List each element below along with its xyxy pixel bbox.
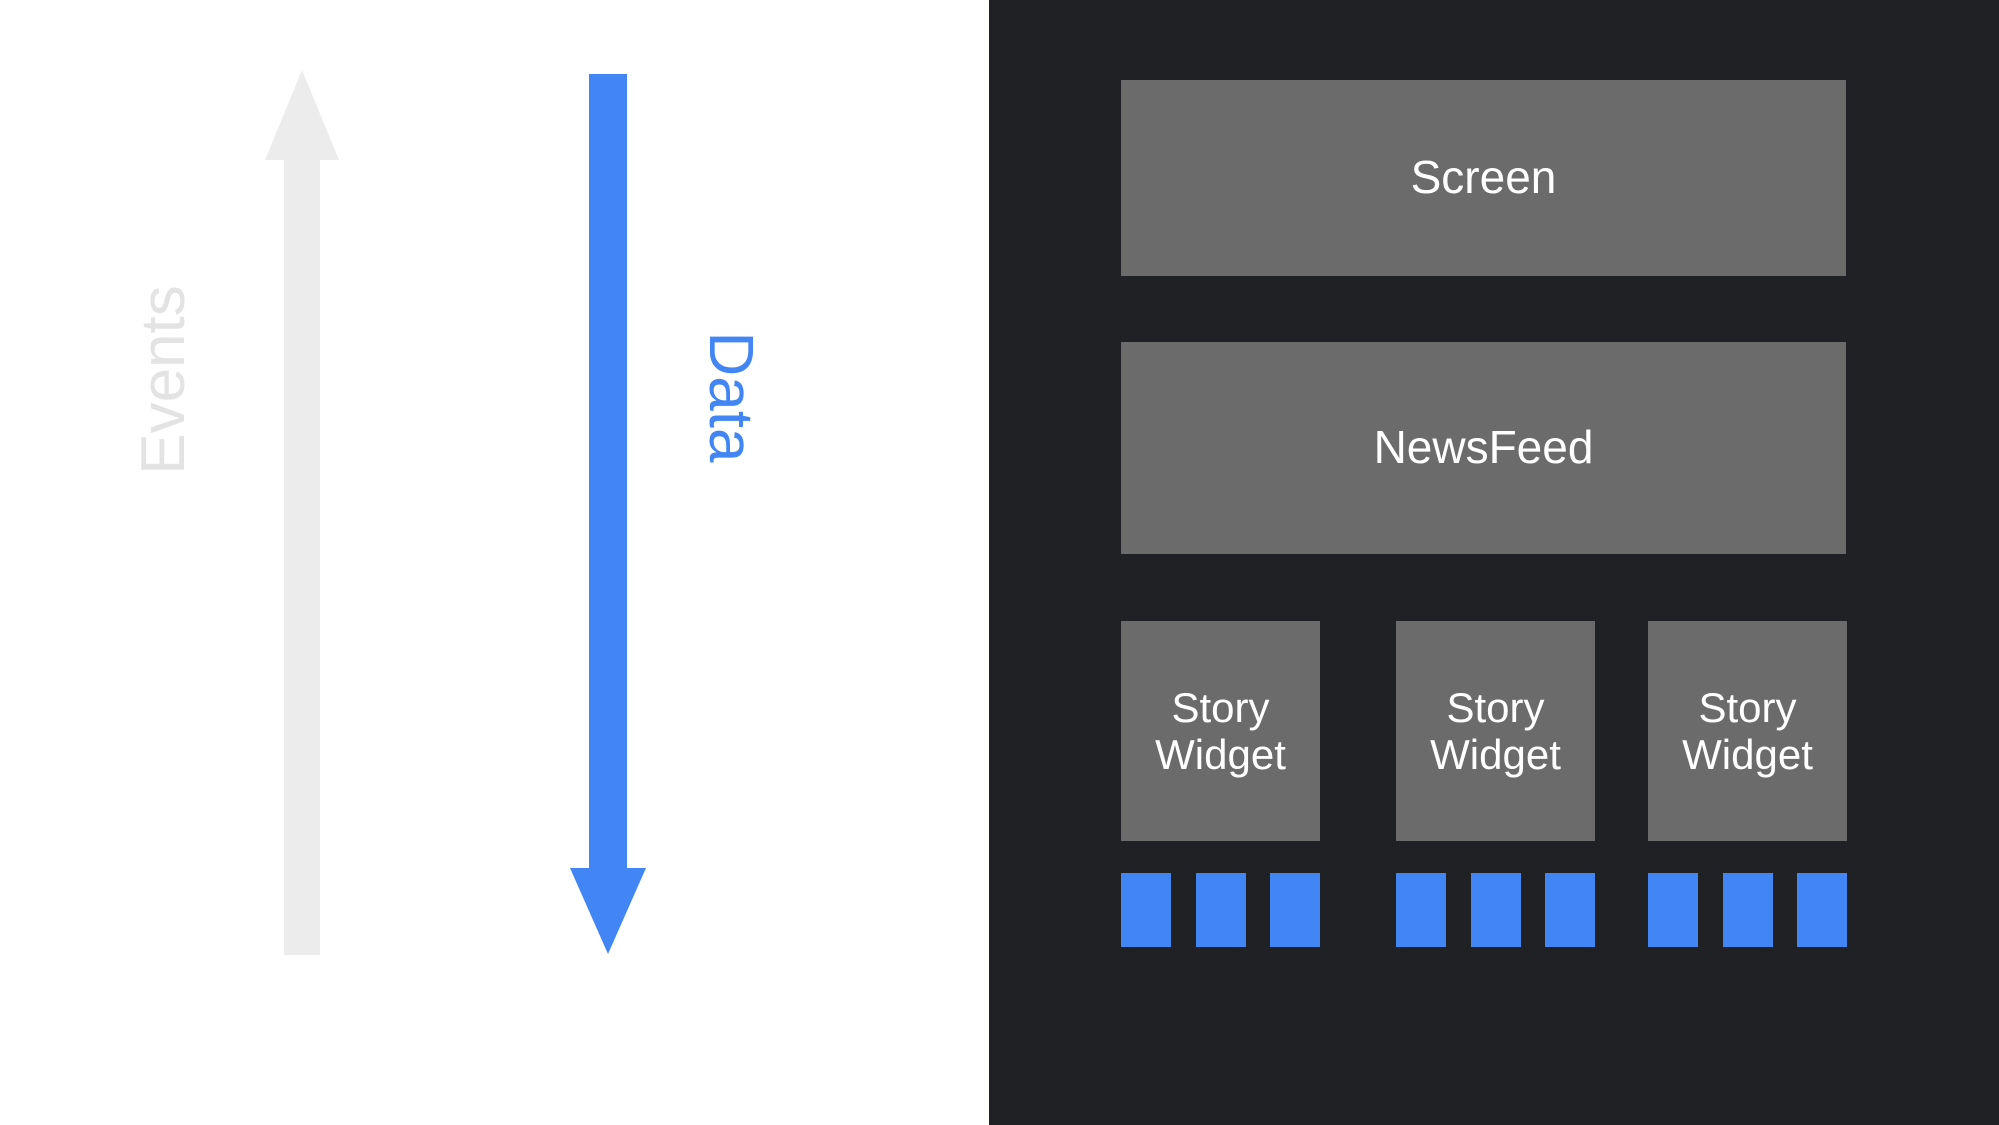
leaf-bar[interactable] xyxy=(1545,873,1595,947)
story-widget-label-0: Story Widget xyxy=(1155,684,1286,778)
leaf-bar[interactable] xyxy=(1270,873,1320,947)
data-arrow-icon xyxy=(570,74,646,954)
story-widget-node-1[interactable]: Story Widget xyxy=(1396,621,1595,841)
story-widget-label-1: Story Widget xyxy=(1430,684,1561,778)
story-widget-line2: Widget xyxy=(1682,731,1813,778)
leaf-bar[interactable] xyxy=(1648,873,1698,947)
leaf-bar-group-0 xyxy=(1121,873,1320,947)
leaf-bar[interactable] xyxy=(1121,873,1171,947)
screen-node[interactable]: Screen xyxy=(1121,80,1846,276)
leaf-bar-group-1 xyxy=(1396,873,1595,947)
story-widget-line2: Widget xyxy=(1430,731,1561,778)
story-widget-line1: Story xyxy=(1698,683,1797,731)
leaf-bar[interactable] xyxy=(1396,873,1446,947)
leaf-bar-group-2 xyxy=(1648,873,1847,947)
events-label: Events xyxy=(129,285,198,475)
story-widget-node-0[interactable]: Story Widget xyxy=(1121,621,1320,841)
story-widget-line1: Story xyxy=(1446,683,1545,731)
newsfeed-node[interactable]: NewsFeed xyxy=(1121,342,1846,554)
leaf-bar[interactable] xyxy=(1195,873,1246,947)
story-widget-label-2: Story Widget xyxy=(1682,684,1813,778)
leaf-bar[interactable] xyxy=(1722,873,1773,947)
leaf-bar[interactable] xyxy=(1470,873,1521,947)
leaf-bar[interactable] xyxy=(1797,873,1847,947)
data-label: Data xyxy=(696,331,765,463)
story-widget-line1: Story xyxy=(1171,683,1270,731)
story-widget-node-2[interactable]: Story Widget xyxy=(1648,621,1847,841)
flow-legend-panel: Events Data xyxy=(0,0,989,1125)
events-arrow-icon xyxy=(265,70,339,955)
story-widget-line2: Widget xyxy=(1155,731,1286,778)
component-tree-panel: Screen NewsFeed Story Widget Story Widge… xyxy=(989,0,1999,1125)
